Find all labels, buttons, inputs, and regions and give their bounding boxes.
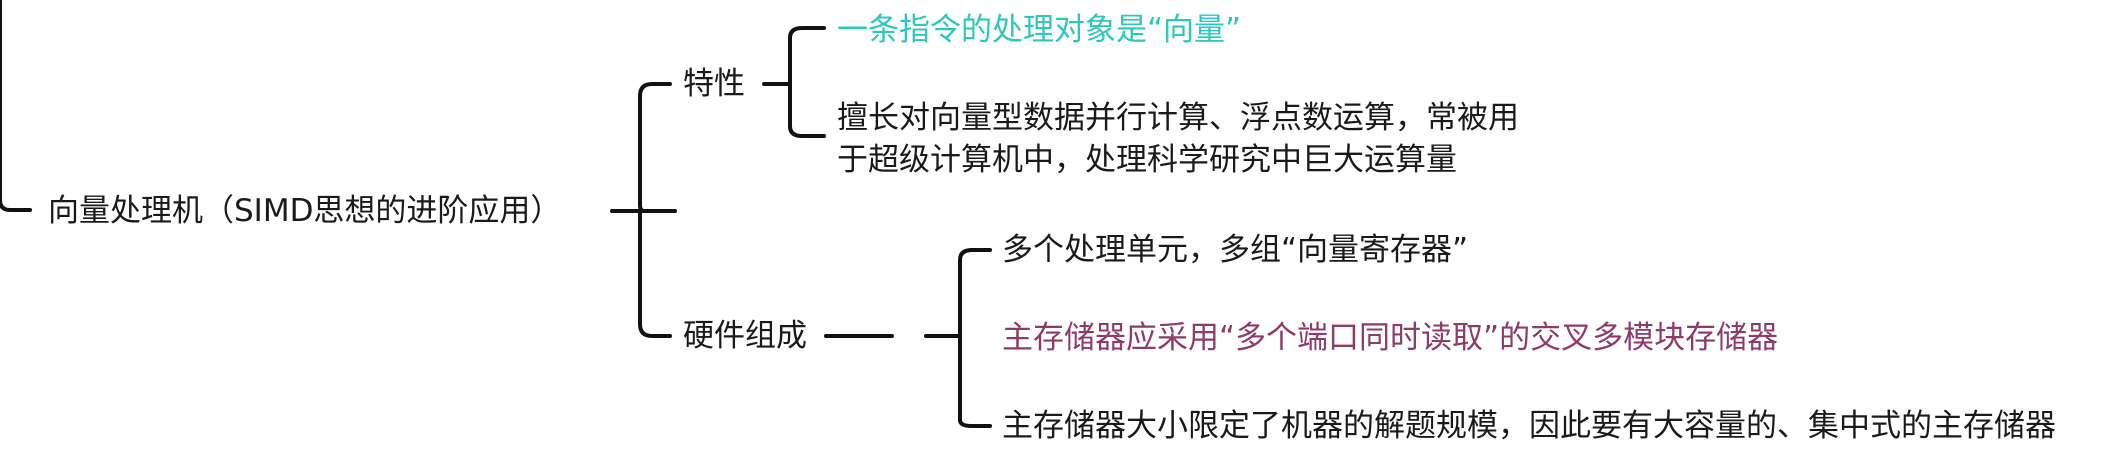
leaf-node-processing-units[interactable]: 多个处理单元，多组“向量寄存器” bbox=[1002, 229, 1468, 271]
branch-features-connector bbox=[762, 26, 826, 138]
root-node[interactable]: 向量处理机（SIMD思想的进阶应用） bbox=[48, 190, 561, 232]
branch-node-features-label: 特性 bbox=[683, 66, 745, 102]
branch-node-features[interactable]: 特性 bbox=[683, 63, 745, 105]
leaf-node-interleaved-memory[interactable]: 主存储器应采用“多个端口同时读取”的交叉多模块存储器 bbox=[1002, 317, 1778, 359]
leaf-node-label: 一条指令的处理对象是“向量” bbox=[837, 12, 1242, 48]
leaf-node-vector-object[interactable]: 一条指令的处理对象是“向量” bbox=[837, 9, 1241, 51]
root-node-label: 向量处理机（SIMD思想的进阶应用） bbox=[48, 193, 562, 229]
branch-node-hardware[interactable]: 硬件组成 bbox=[683, 315, 807, 357]
branch-node-hardware-label: 硬件组成 bbox=[683, 318, 807, 354]
leaf-node-label: 主存储器应采用“多个端口同时读取”的交叉多模块存储器 bbox=[1002, 320, 1779, 356]
leaf-node-label: 多个处理单元，多组“向量寄存器” bbox=[1002, 232, 1469, 268]
root-connector bbox=[0, 0, 32, 212]
leaf-node-label-line-2: 于超级计算机中，处理科学研究中巨大运算量 bbox=[837, 142, 1457, 178]
branch-hardware-connector bbox=[824, 248, 992, 428]
leaf-node-parallel-compute[interactable]: 擅长对向量型数据并行计算、浮点数运算，常被用 于超级计算机中，处理科学研究中巨大… bbox=[837, 97, 1717, 181]
leaf-node-label: 主存储器大小限定了机器的解题规模，因此要有大容量的、集中式的主存储器 bbox=[1002, 408, 2056, 444]
root-to-branches-connector bbox=[610, 82, 677, 338]
leaf-node-label-line-1: 擅长对向量型数据并行计算、浮点数运算，常被用 bbox=[837, 100, 1519, 136]
leaf-node-memory-capacity[interactable]: 主存储器大小限定了机器的解题规模，因此要有大容量的、集中式的主存储器 bbox=[1002, 405, 2056, 447]
